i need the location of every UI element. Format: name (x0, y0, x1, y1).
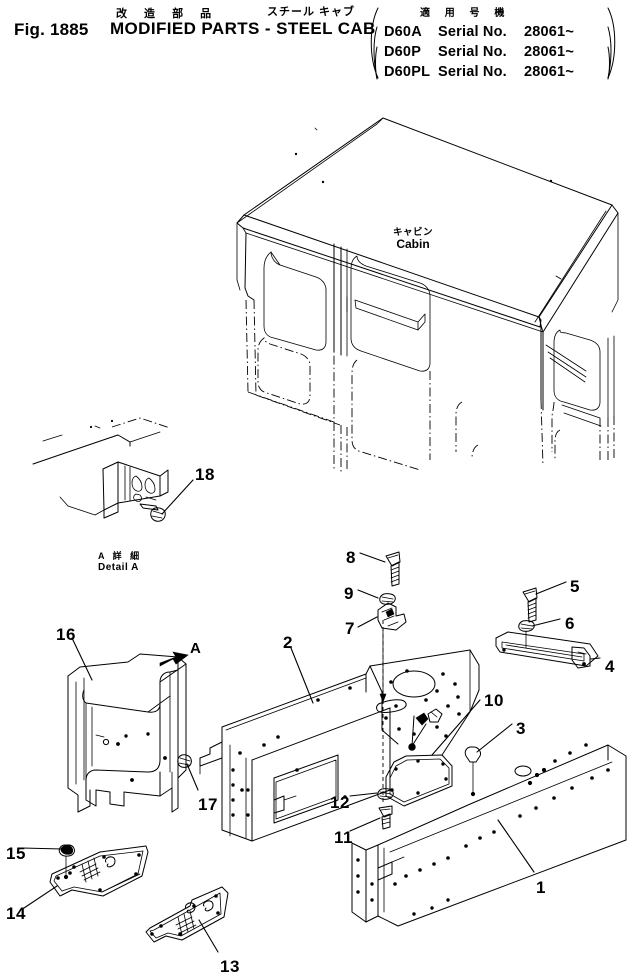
serial-model: D60P (384, 44, 422, 60)
serial-heading-japanese: 適 用 号 機 (420, 8, 511, 19)
detail-a-label: A 詳 細 Detail A (98, 549, 142, 573)
detail-a-label-japanese: A 詳 細 (98, 551, 143, 561)
part-16-cover (68, 638, 198, 812)
callout-number-14: 14 (6, 904, 26, 923)
serial-label: Serial No. (438, 44, 507, 60)
section-arrow-letter-a: A (190, 640, 201, 657)
cab-label-japanese: キャビン (392, 227, 433, 238)
callout-number-12: 12 (330, 793, 350, 812)
part-11-12-fasteners (350, 789, 393, 831)
page-header: Fig. 1885 改 造 部 品 スチール キャブ MODIFIED PART… (0, 0, 635, 86)
cab-label-english: Cabin (396, 237, 430, 251)
callout-number-8: 8 (346, 548, 356, 567)
callout-number-15: 15 (6, 844, 26, 863)
serial-row: D60A Serial No. 28061~ (384, 24, 574, 40)
callout-number-7: 7 (345, 619, 355, 638)
callout-number-4: 4 (605, 657, 615, 676)
callout-number-2: 2 (283, 633, 293, 652)
title-japanese: 改 造 部 品 (116, 8, 219, 20)
part-14-floor-plate (22, 845, 148, 908)
serial-row: D60P Serial No. 28061~ (384, 44, 574, 60)
title-english: MODIFIED PARTS - STEEL CAB (110, 19, 376, 38)
part-13-floor-plate (146, 887, 228, 952)
cab-assembly-illustration (237, 118, 618, 472)
part-7-8-9-fastener-stack (358, 552, 406, 702)
serial-label: Serial No. (438, 24, 507, 40)
serial-model: D60PL (384, 64, 431, 80)
serial-value: 28061~ (524, 44, 574, 60)
serial-model: D60A (384, 24, 422, 40)
serial-value: 28061~ (524, 24, 574, 40)
title-kana-steel-cab: スチール キャブ (267, 6, 356, 18)
callout-number-5: 5 (570, 577, 580, 596)
callout-number-18: 18 (195, 465, 215, 484)
callout-number-13: 13 (220, 957, 240, 976)
cab-label: キャビン Cabin (383, 224, 443, 251)
figure-number: Fig. 1885 (14, 20, 89, 39)
callout-number-9: 9 (344, 584, 354, 603)
detail-a-illustration (33, 418, 193, 521)
serial-value: 28061~ (524, 64, 574, 80)
part-4-5-6-rail-assembly (496, 582, 600, 668)
callout-number-6: 6 (565, 614, 575, 633)
callout-number-3: 3 (516, 719, 526, 738)
callout-number-16: 16 (56, 625, 76, 644)
callout-number-17: 17 (198, 795, 218, 814)
serial-row: D60PL Serial No. 28061~ (384, 64, 574, 80)
part-1-right-panel (352, 724, 626, 926)
callout-number-11: 11 (334, 828, 353, 847)
serial-applicability-box: 適 用 号 機 D60A Serial No. 28061~ D60P Serial … (368, 2, 618, 82)
callout-number-1: 1 (536, 878, 546, 897)
callout-number-10: 10 (484, 691, 504, 710)
serial-label: Serial No. (438, 64, 507, 80)
detail-a-label-english: Detail A (98, 562, 139, 573)
